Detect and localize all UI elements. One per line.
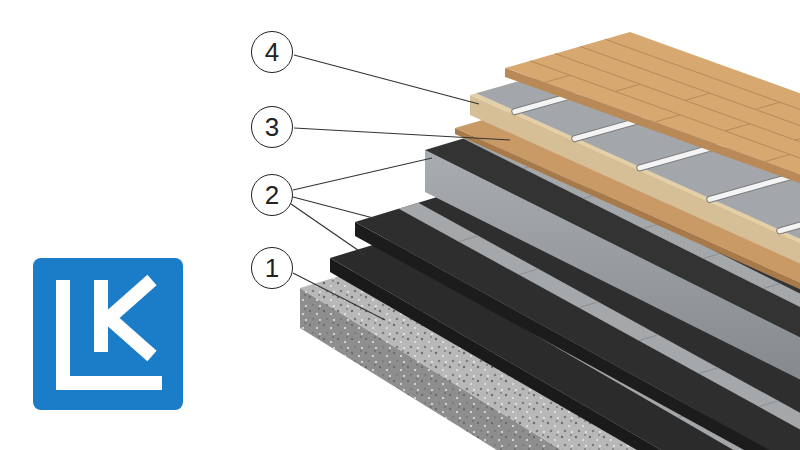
wood-floor xyxy=(505,32,800,401)
plank-joint xyxy=(530,61,800,385)
plank-joint xyxy=(755,102,780,109)
plank-joint xyxy=(655,115,680,122)
plank-joint xyxy=(725,124,750,131)
plank-joint xyxy=(765,154,790,161)
tape-seam xyxy=(579,302,599,308)
tape-seam xyxy=(459,236,479,242)
plank-joint xyxy=(555,54,800,378)
callout-circle: 4 xyxy=(251,31,293,73)
plank-joint xyxy=(795,133,800,140)
plank-joint xyxy=(580,46,800,370)
leader-line xyxy=(293,273,385,320)
tape-seam xyxy=(759,401,779,407)
callout-number: 4 xyxy=(265,39,279,65)
callout-number: 1 xyxy=(265,255,279,281)
plank-joint xyxy=(545,75,570,82)
logo-square xyxy=(33,258,183,410)
callout-circle: 2 xyxy=(251,174,293,216)
heating-pipe xyxy=(780,205,800,231)
tape-seam xyxy=(703,254,720,259)
logo-mark xyxy=(101,280,152,356)
callout-number: 3 xyxy=(265,114,279,140)
tape-seam xyxy=(639,335,659,341)
brand-logo xyxy=(33,258,183,410)
tape-seam xyxy=(699,368,719,374)
layer-top xyxy=(505,32,800,392)
logo-mark xyxy=(63,280,162,383)
plank-joint xyxy=(685,93,710,100)
leader-line xyxy=(293,197,400,225)
plank-joint xyxy=(615,84,640,91)
leader-line xyxy=(291,204,365,255)
pipe-outline xyxy=(780,205,800,231)
tape-seam xyxy=(519,269,539,275)
callout-circle: 3 xyxy=(251,106,293,148)
leader-line xyxy=(294,128,510,140)
tape-seam xyxy=(763,284,780,289)
callout-circle: 1 xyxy=(251,247,293,289)
leader-line xyxy=(293,158,432,190)
plank-joint xyxy=(605,39,800,363)
callout-number: 2 xyxy=(265,182,279,208)
leader-line xyxy=(294,55,479,104)
